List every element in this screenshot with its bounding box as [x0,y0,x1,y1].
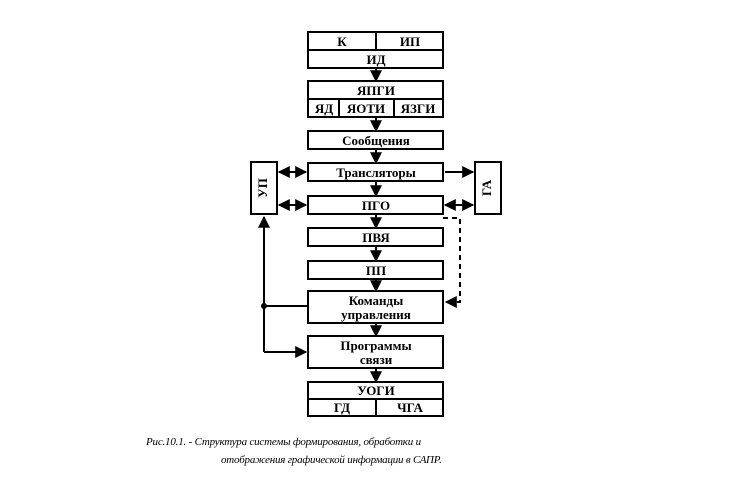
svg-text:УП: УП [255,178,270,198]
box-soobshcheniya: Сообщения [307,130,444,150]
label-yapgi: ЯПГИ [357,83,395,98]
label-yazgi: ЯЗГИ [401,101,436,116]
box-k-ip-id: К ИП ИД [307,31,444,69]
box-pvya: ПВЯ [307,227,444,247]
svg-text:ГА: ГА [479,179,494,196]
caption-line-1: Рис.10.1. - Структура системы формирован… [146,436,421,448]
svg-text:управления: управления [341,307,411,322]
box-ga: ГА [474,161,502,215]
label-cga: ЧГА [397,400,423,415]
svg-text:Программы: Программы [340,338,411,353]
caption-line-2: отображения графической информации в САП… [221,454,442,466]
svg-text:ПГО: ПГО [362,198,390,213]
svg-text:Сообщения: Сообщения [342,133,410,148]
box-programmy-svyazi: Программы связи [307,335,444,369]
box-ogi: УОГИ ГД ЧГА [307,381,444,417]
svg-text:ПП: ПП [366,263,386,278]
label-k: К [337,34,347,49]
box-yapgi: ЯПГИ ЯД ЯОТИ ЯЗГИ [307,80,444,118]
box-komandy-upravleniya: Команды управления [307,290,444,324]
dashed-feedback-line [443,217,461,303]
label-ip: ИП [400,34,420,49]
svg-text:Команды: Команды [349,293,404,308]
label-gd: ГД [334,400,350,415]
label-yad: ЯД [315,101,333,116]
box-pp: ПП [307,260,444,280]
label-ogi: УОГИ [357,383,394,398]
box-up: УП [250,161,278,215]
svg-text:связи: связи [360,352,393,367]
box-pgo: ПГО [307,195,444,215]
junction-dot [261,303,267,309]
svg-text:Трансляторы: Трансляторы [336,165,416,180]
svg-text:ПВЯ: ПВЯ [362,230,390,245]
label-id: ИД [366,52,385,67]
label-yaoti: ЯОТИ [347,101,385,116]
box-translyatory: Трансляторы [307,162,444,182]
